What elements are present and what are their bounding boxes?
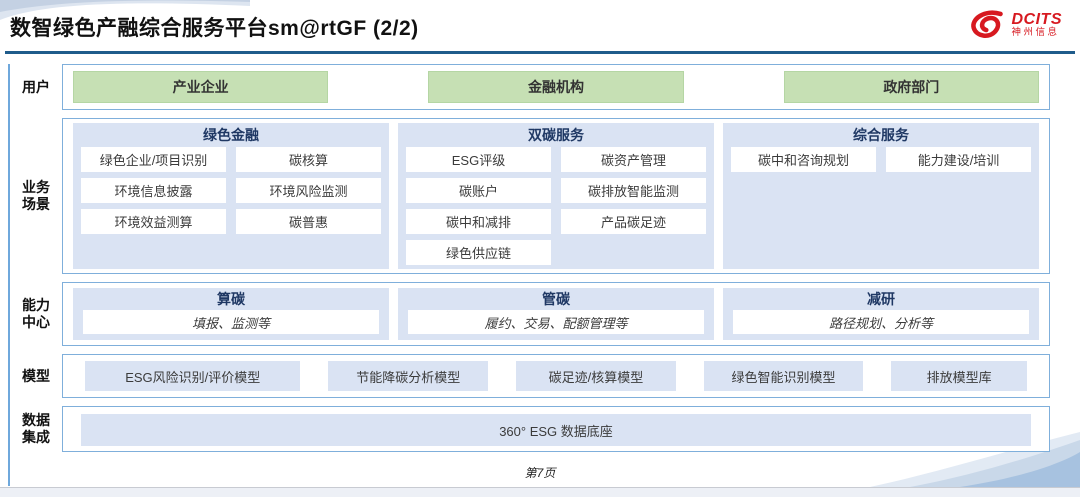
page-number: 第7页 <box>524 466 556 480</box>
scenario-column-title: 绿色金融 <box>203 127 259 143</box>
user-box-government: 政府部门 <box>783 71 1039 103</box>
scenario-item: 碳账户 <box>406 178 551 203</box>
architecture-diagram: 用户 产业企业 金融机构 政府部门 业务场景 绿色金融 绿色企业/项目识别 碳核… <box>10 64 1050 460</box>
dcits-logo: DCITS 神州信息 <box>968 10 1063 40</box>
scenario-item: 碳中和咨询规划 <box>731 147 876 172</box>
page-title: 数智绿色产融综合服务平台sm@rtGF (2/2) <box>10 17 419 40</box>
scenario-column-title: 综合服务 <box>853 127 909 143</box>
model-box: 节能降碳分析模型 <box>328 361 489 391</box>
dcits-swirl-icon <box>970 10 1003 38</box>
scenario-column-dual-carbon: 双碳服务 ESG评级 碳资产管理 碳账户 碳排放智能监测 碳中和减排 产品碳足迹… <box>398 123 714 269</box>
scenario-item: 碳核算 <box>236 147 381 172</box>
scenario-column-green-finance: 绿色金融 绿色企业/项目识别 碳核算 环境信息披露 环境风险监测 环境效益测算 … <box>73 123 389 269</box>
scenarios-container: 绿色金融 绿色企业/项目识别 碳核算 环境信息披露 环境风险监测 环境效益测算 … <box>62 118 1050 274</box>
scenario-column-title: 双碳服务 <box>528 127 584 143</box>
capability-title: 算碳 <box>217 291 245 307</box>
data-integration-container: 360° ESG 数据底座 <box>62 406 1050 452</box>
scenario-item: 绿色供应链 <box>406 240 551 265</box>
models-row: 模型 ESG风险识别/评价模型 节能降碳分析模型 碳足迹/核算模型 绿色智能识别… <box>10 354 1050 398</box>
capability-title: 管碳 <box>542 291 570 307</box>
capability-title: 减研 <box>867 291 895 307</box>
model-box: 碳足迹/核算模型 <box>516 361 676 391</box>
model-box: 绿色智能识别模型 <box>703 361 864 391</box>
dcits-logo-subtitle: 神州信息 <box>1011 27 1060 39</box>
scenario-item: 能力建设/培训 <box>886 147 1031 172</box>
scenario-items-grid: 碳中和咨询规划 能力建设/培训 <box>731 147 1031 172</box>
capability-desc: 路径规划、分析等 <box>733 310 1029 334</box>
capability-box-carbon-accounting: 算碳 填报、监测等 <box>73 288 389 340</box>
bottom-right-swoosh-decoration <box>870 432 1080 487</box>
models-row-label: 模型 <box>22 367 50 384</box>
scenario-item: 碳资产管理 <box>561 147 706 172</box>
scenario-items-grid: ESG评级 碳资产管理 碳账户 碳排放智能监测 碳中和减排 产品碳足迹 绿色供应… <box>406 147 706 265</box>
model-box: ESG风险识别/评价模型 <box>85 361 301 391</box>
capability-desc: 履约、交易、配额管理等 <box>408 310 704 334</box>
model-box: 排放模型库 <box>891 361 1027 391</box>
scenario-item: 环境风险监测 <box>236 178 381 203</box>
title-divider <box>5 51 1075 54</box>
footer-strip <box>0 487 1080 497</box>
scenario-item: 绿色企业/项目识别 <box>81 147 226 172</box>
scenario-items-grid: 绿色企业/项目识别 碳核算 环境信息披露 环境风险监测 环境效益测算 碳普惠 <box>81 147 381 234</box>
scenario-item: 碳普惠 <box>236 209 381 234</box>
scenario-item: 产品碳足迹 <box>561 209 706 234</box>
scenario-item: 环境效益测算 <box>81 209 226 234</box>
user-box-financial: 金融机构 <box>428 71 684 103</box>
dcits-logo-name: DCITS <box>1011 10 1062 28</box>
capability-container: 算碳 填报、监测等 管碳 履约、交易、配额管理等 减研 路径规划、分析等 <box>62 282 1050 346</box>
dcits-logo-text: DCITS 神州信息 <box>1011 10 1063 39</box>
users-container: 产业企业 金融机构 政府部门 <box>62 64 1050 110</box>
scenarios-row: 业务场景 绿色金融 绿色企业/项目识别 碳核算 环境信息披露 环境风险监测 环境… <box>10 118 1050 274</box>
capability-box-carbon-reduction: 减研 路径规划、分析等 <box>723 288 1039 340</box>
scenario-item: ESG评级 <box>406 147 551 172</box>
data-integration-box: 360° ESG 数据底座 <box>81 414 1031 446</box>
scenario-item: 环境信息披露 <box>81 178 226 203</box>
scenario-item: 碳排放智能监测 <box>561 178 706 203</box>
data-integration-row-label: 数据集成 <box>22 412 50 445</box>
scenario-column-comprehensive: 综合服务 碳中和咨询规划 能力建设/培训 <box>723 123 1039 269</box>
users-row: 用户 产业企业 金融机构 政府部门 <box>10 64 1050 110</box>
scenario-item: 碳中和减排 <box>406 209 551 234</box>
data-integration-row: 数据集成 360° ESG 数据底座 <box>10 406 1050 452</box>
top-left-swoosh-decoration <box>0 0 250 20</box>
capability-desc: 填报、监测等 <box>83 310 379 334</box>
models-container: ESG风险识别/评价模型 节能降碳分析模型 碳足迹/核算模型 绿色智能识别模型 … <box>62 354 1050 398</box>
scenarios-row-label: 业务场景 <box>22 179 50 212</box>
capability-box-carbon-management: 管碳 履约、交易、配额管理等 <box>398 288 714 340</box>
user-box-industry: 产业企业 <box>73 71 329 103</box>
left-accent-line <box>8 64 10 486</box>
capability-row-label: 能力中心 <box>22 297 50 330</box>
capability-row: 能力中心 算碳 填报、监测等 管碳 履约、交易、配额管理等 减研 路径规划、分析… <box>10 282 1050 346</box>
users-row-label: 用户 <box>22 78 50 95</box>
